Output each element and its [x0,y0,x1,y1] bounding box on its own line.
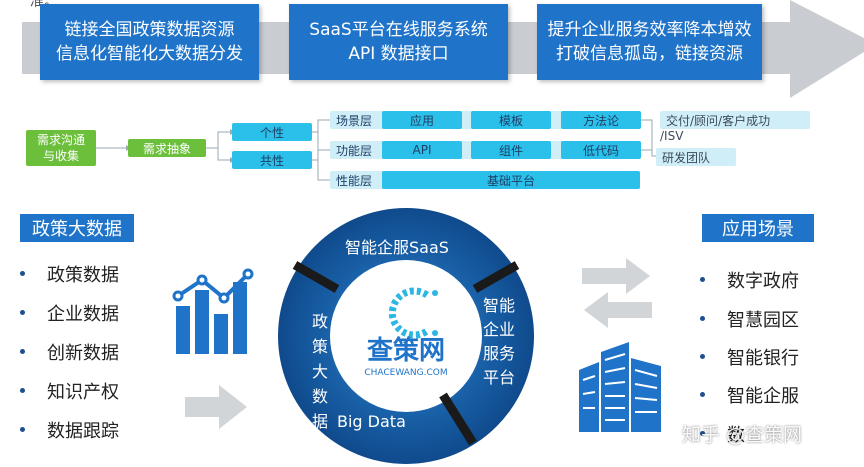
scene-item-methodology: 方法论 [561,111,641,129]
right-list-item: 数 [700,421,745,447]
right-panel-title: 应用场景 [702,214,814,242]
logo-text-en: CHACEWANG.COM [364,368,447,378]
logo-text-cn: 查策网 [367,335,445,366]
requirement-abstract-node: 需求抽象 [128,139,206,157]
right-list-item: 数字政府 [700,267,799,293]
left-list-text: 数据跟踪 [47,421,119,442]
segment-top-text: 智能企服SaaS [345,238,449,257]
right-segment-line: 企业 [483,320,515,339]
layer-label: 功能层 [336,143,373,158]
right-list-item: 智能银行 [700,344,799,370]
top-box-line: 链接全国政策数据资源 [64,20,235,40]
top-box-line: 打破信息孤岛，链接资源 [556,44,743,64]
function-item-component: 组件 [471,141,551,159]
left-list-item: 企业数据 [20,300,119,326]
vertical-char: 政 [312,312,328,331]
node-line: 与收集 [42,149,79,163]
top-box-line: SaaS平台在线服务系统 [309,20,488,40]
bullet-dot [700,315,705,321]
right-list-text: 数字政府 [727,271,799,292]
right-list-item: 智慧园区 [700,306,799,332]
common-node: 共性 [232,151,312,169]
top-box-data-resources: 链接全国政策数据资源 信息化智能化大数据分发 [40,4,259,80]
vertical-char: 据 [312,412,328,431]
left-list-item: 创新数据 [20,339,119,365]
left-list-item: 数据跟踪 [20,417,119,443]
right-segment-line: 平台 [483,368,515,387]
top-box-line: 信息化智能化大数据分发 [56,44,243,64]
vertical-char: 大 [312,362,328,381]
right-list-text: 数 [727,425,745,446]
bullet-dot [20,309,25,315]
outcome-isv: /ISV [660,129,684,143]
right-segment-line: 智能 [483,296,515,315]
gray-arrow-right [185,385,247,429]
logo-mark-icon [388,287,438,339]
left-panel-title: 政策大数据 [20,214,134,242]
bar-chart-icon [172,268,254,354]
right-segment-line: 服务 [483,344,515,363]
bullet-dot [20,426,25,432]
node-line: 需求沟通 [36,133,85,147]
bullet-dot [700,276,705,282]
top-box-line: 提升企业服务效率降本增效 [547,20,752,40]
watermark: 知乎 @查策网 [682,424,803,446]
top-box-line: API 数据接口 [348,44,449,64]
bullet-dot [20,270,25,276]
requirement-collection-node: 需求沟通 与收集 [26,130,96,166]
right-list-item: 智能企服 [700,382,799,408]
scene-item-app: 应用 [382,111,462,129]
right-list-text: 智能企服 [727,386,799,407]
left-list-text: 企业数据 [47,304,119,325]
big-data-text: Big Data [337,412,406,431]
function-item-lowcode: 低代码 [561,141,641,159]
top-box-efficiency: 提升企业服务效率降本增效 打破信息孤岛，链接资源 [537,4,762,80]
right-list-text: 智能银行 [727,348,799,369]
central-circle-diagram: 智能企服SaaS 政 策 大 数 据 Big Data 智能 企业 服务 平台 … [278,208,534,464]
bidirectional-arrows-icon [582,258,652,328]
left-list-text: 政策数据 [47,265,119,286]
left-list-text: 创新数据 [47,343,119,364]
left-list-item: 政策数据 [20,261,119,287]
layer-label: 场景层 [336,113,373,128]
outcome-rd-team: 研发团队 [656,148,736,166]
bullet-dot [700,430,705,436]
function-item-api: API [382,141,462,159]
left-list-item: 知识产权 [20,378,119,404]
layer-label: 性能层 [336,173,373,188]
bullet-dot [700,353,705,359]
bullet-dot [20,387,25,393]
scene-item-template: 模板 [471,111,551,129]
personal-node: 个性 [232,123,312,141]
bullet-dot [700,391,705,397]
outcome-delivery: 交付/顾问/客户成功 [660,111,810,129]
bullet-dot [20,348,25,354]
top-box-saas-platform: SaaS平台在线服务系统 API 数据接口 [289,4,508,80]
buildings-icon [579,342,661,432]
right-list-text: 智慧园区 [727,310,799,331]
left-list-text: 知识产权 [47,382,119,403]
performance-item-base-platform: 基础平台 [382,171,640,189]
vertical-char: 策 [312,337,328,356]
vertical-char: 数 [312,387,328,406]
